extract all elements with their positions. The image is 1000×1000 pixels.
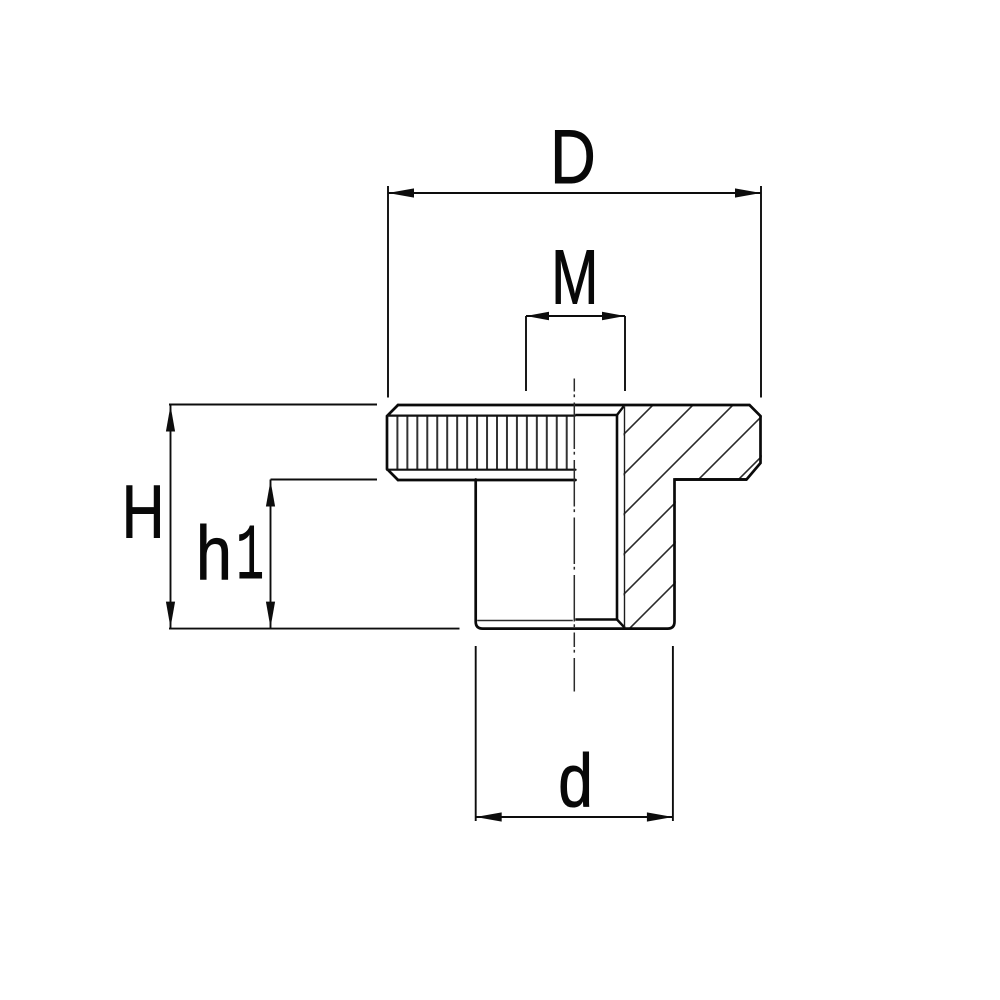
svg-text:d: d: [558, 738, 593, 822]
svg-text:h: h: [196, 511, 232, 596]
svg-text:1: 1: [236, 513, 264, 602]
svg-text:M: M: [551, 235, 598, 321]
svg-text:D: D: [550, 115, 596, 200]
svg-text:H: H: [122, 470, 165, 554]
